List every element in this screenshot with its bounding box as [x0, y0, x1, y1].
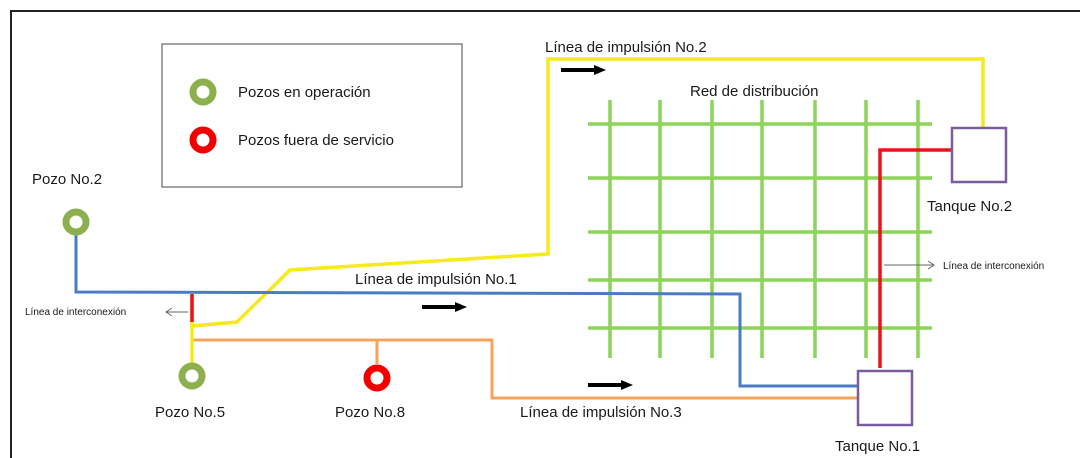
well-pozo8-icon: [363, 364, 391, 392]
tank-1-label: Tanque No.1: [835, 438, 920, 455]
tank-2-label: Tanque No.2: [927, 198, 1012, 215]
tank-2: [950, 126, 1008, 184]
legend-out-of-service-icon: [189, 126, 217, 154]
interconnection-line-right: [878, 148, 952, 368]
legend-operating-icon: [189, 78, 217, 106]
flow-arrow: [561, 65, 606, 75]
flow-arrow: [588, 380, 633, 390]
legend-out-of-service-label: Pozos fuera de servicio: [238, 132, 394, 149]
line-impulsion-2-label: Línea de impulsión No.2: [545, 39, 707, 56]
flow-arrow: [422, 302, 467, 312]
tank-1: [856, 369, 914, 427]
legend-operating-label: Pozos en operación: [238, 84, 371, 101]
legend-box: [161, 43, 463, 188]
line-impulsion-3-label: Línea de impulsión No.3: [520, 404, 682, 421]
well-pozo8-label: Pozo No.8: [335, 404, 405, 421]
interconnection-left-label: Línea de interconexión: [25, 307, 126, 318]
impulsion-line-1: [74, 226, 858, 388]
well-pozo2-icon: [62, 208, 90, 236]
interconnection-right-arrow: [884, 260, 935, 270]
interconnection-right-label: Línea de interconexión: [943, 261, 1044, 272]
line-impulsion-1-label: Línea de impulsión No.1: [355, 271, 517, 288]
interconnection-left-arrow: [165, 307, 188, 317]
well-pozo5-label: Pozo No.5: [155, 404, 225, 421]
well-pozo5-icon: [178, 362, 206, 390]
well-pozo2-label: Pozo No.2: [32, 171, 102, 188]
outer-frame: [10, 10, 1080, 458]
impulsion-line-2: [191, 57, 985, 328]
network-label: Red de distribución: [690, 83, 818, 100]
impulsion-line-3: [192, 338, 858, 400]
legend: Pozos en operación Pozos fuera de servic…: [161, 43, 463, 188]
distribution-network: [588, 100, 932, 358]
